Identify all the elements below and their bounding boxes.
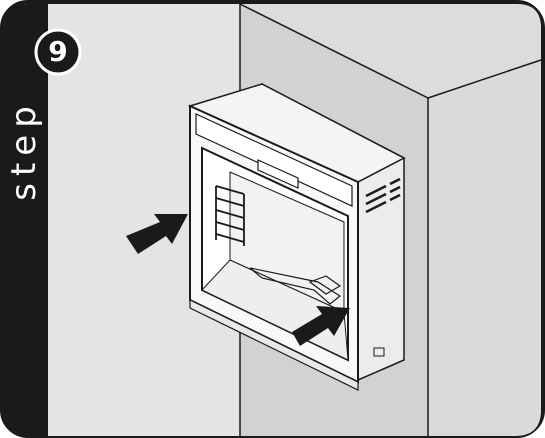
side-vents [365,177,401,214]
door-lip [189,299,359,391]
right-wall [428,60,541,436]
step-label: step [4,99,44,201]
shelf-runners [215,185,245,246]
step-number-badge [34,28,82,76]
ceiling-wall [240,4,541,98]
control-strip [195,113,353,207]
wall-edge-top [239,3,429,99]
step-sidebar-bg [4,4,48,436]
display-window [257,159,299,189]
push-arrow-icon [126,214,188,254]
floor-element [249,267,342,305]
side-bracket [373,347,385,357]
floor-element-center [308,275,342,295]
push-arrow-icon [292,306,350,346]
step-number: 9 [48,35,68,68]
wall-edge-right [427,59,542,99]
